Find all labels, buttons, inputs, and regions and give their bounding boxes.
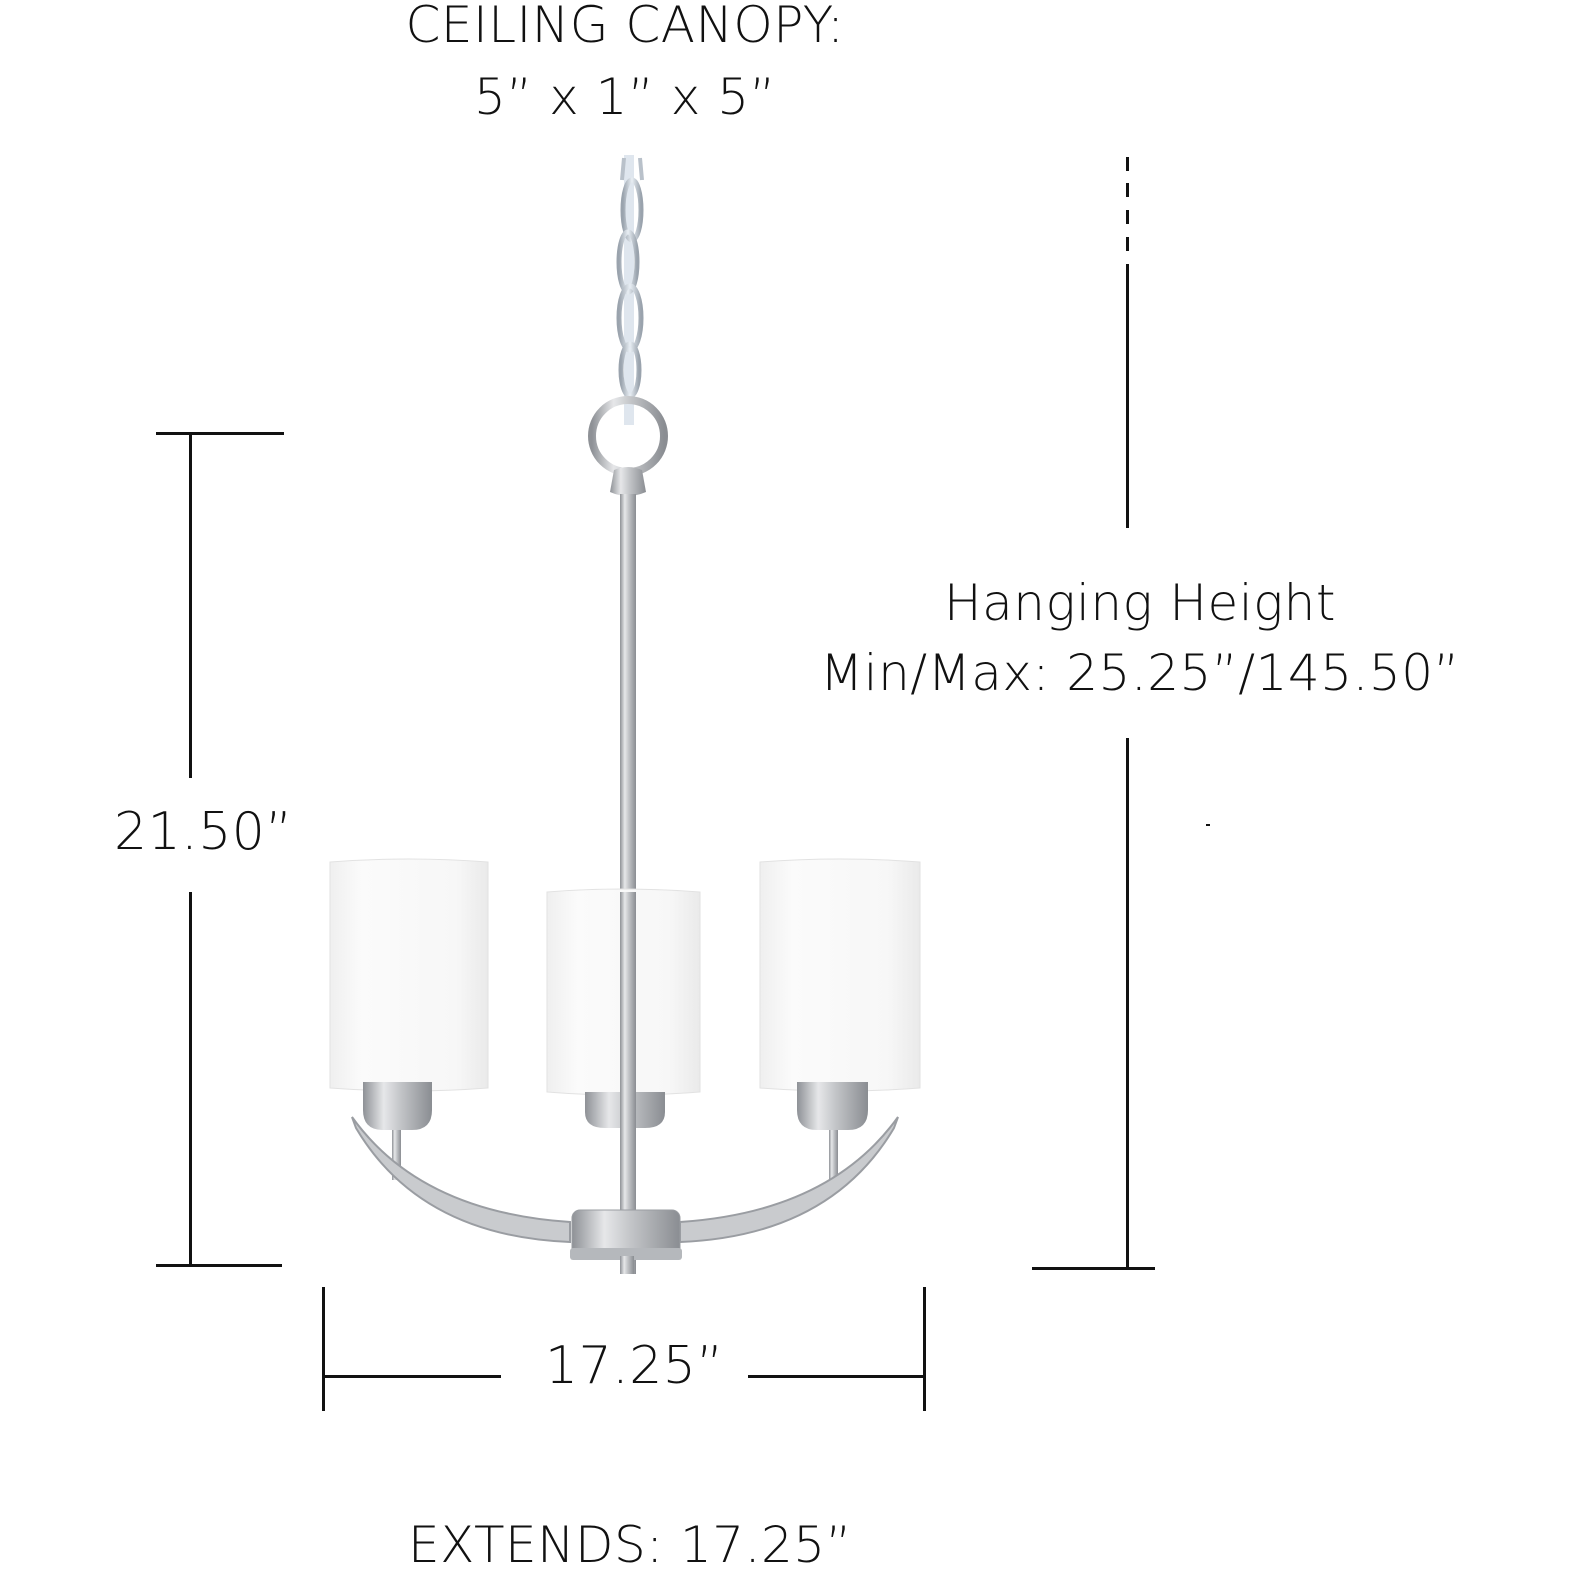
width-dim-right-line [748,1375,926,1378]
hanging-height-title: Hanging Height [944,574,1336,632]
hanging-dash-4 [1126,237,1129,251]
height-dim-top-tick [156,432,284,435]
height-dim-bottom-tick [156,1264,282,1267]
stray-mark [1206,824,1210,826]
hanging-height-value: Min/Max: 25.25”/145.50” [820,644,1460,702]
hanging-dim-bottom-tick [1032,1267,1155,1270]
hanging-dim-upper-line [1126,264,1129,528]
glass-shade-right [759,858,921,1092]
extends-label: EXTENDS: 17.25” [407,1516,853,1574]
height-dim-lower-line [189,892,192,1266]
width-value: 17.25” [545,1336,724,1396]
canopy-title: CEILING CANOPY: [405,0,845,54]
hanging-dim-lower-line [1126,738,1129,1270]
width-dim-left-tick [322,1287,325,1411]
hanging-dash-2 [1126,183,1129,197]
chain [616,155,644,425]
center-hub [570,1209,682,1274]
stem [620,494,636,1274]
width-dim-left-line [323,1375,501,1378]
canopy-dimensions: 5” x 1” x 5” [474,68,776,126]
hanging-dash-1 [1126,157,1129,171]
width-dim-right-tick [923,1287,926,1411]
glass-shade-left [329,858,489,1092]
hanging-dash-3 [1126,210,1129,224]
height-value: 21.50” [114,802,293,862]
glass-shade-center [546,888,701,1096]
height-dim-upper-line [189,433,192,778]
